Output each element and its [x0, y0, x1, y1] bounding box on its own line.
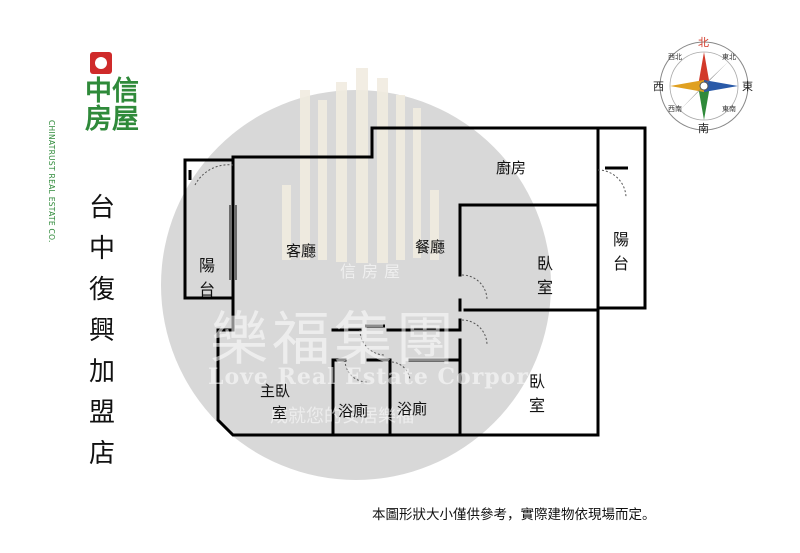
compass-rose-icon [659, 41, 749, 131]
door-arc-bedroom [461, 274, 488, 301]
compass-east: 東 [742, 80, 753, 93]
store-title-char: 加 [88, 357, 115, 387]
store-title-char: 盟 [88, 398, 115, 428]
room-bath-1: 浴廁 [338, 402, 369, 420]
store-title-char: 台 [88, 193, 115, 223]
compass-northwest: 西北 [668, 53, 682, 61]
compass-northeast: 東北 [722, 53, 736, 61]
store-title-char: 店 [88, 439, 115, 469]
compass-southeast: 東南 [722, 105, 736, 113]
left-balcony-wall [183, 158, 235, 300]
brand-logo-icon [90, 52, 112, 74]
room-balcony-right: 陽台 [612, 230, 629, 273]
room-bedroom-upper: 臥室 [536, 254, 553, 297]
store-title-char: 興 [88, 316, 115, 346]
brand-english: CHINATRUST REAL ESTATE CO. [47, 120, 56, 243]
room-master-bedroom-line1: 主臥 [260, 382, 291, 400]
room-kitchen: 廚房 [496, 159, 527, 177]
compass-southwest: 西南 [668, 105, 682, 113]
compass-west: 西 [653, 80, 664, 93]
room-master-bedroom-line2: 室 [272, 404, 288, 422]
disclaimer-footnote: 本圖形狀大小僅供參考，實際建物依現場而定。 [372, 507, 656, 523]
compass-south: 南 [698, 122, 709, 135]
brand-name: 中信房屋 [85, 76, 139, 135]
room-bath-2: 浴廁 [397, 400, 428, 418]
watermark-circle [161, 90, 551, 480]
store-title-char: 復 [88, 275, 115, 305]
outer-wall-top [183, 126, 647, 310]
room-living: 客廳 [286, 242, 317, 260]
store-title: 台 中 復 興 加 盟 店 [82, 188, 122, 475]
watermark-small-text: 信房屋 [340, 262, 407, 281]
room-dining: 餐廳 [415, 238, 446, 256]
door-arc-bath2 [391, 361, 411, 381]
watermark-slogan: 成就您的安居樂福 [270, 406, 414, 427]
outer-wall-left-lower [216, 296, 335, 437]
door-arc-balcony [194, 164, 234, 186]
door-arc-bath1 [344, 359, 368, 383]
door-arc-bedroom-lower [461, 319, 488, 346]
door-arc-kitchen [597, 169, 627, 199]
room-balcony-left: 陽台 [198, 256, 215, 299]
door-arc-master [359, 329, 386, 356]
store-title-char: 中 [88, 234, 115, 264]
compass-north: 北 [698, 36, 709, 49]
room-bedroom-lower: 臥室 [528, 372, 545, 415]
watermark-skyline [282, 68, 439, 263]
watermark-english: Love Real Estate Corporation [208, 364, 598, 390]
watermark-group-name: 樂福集團 [210, 305, 459, 373]
